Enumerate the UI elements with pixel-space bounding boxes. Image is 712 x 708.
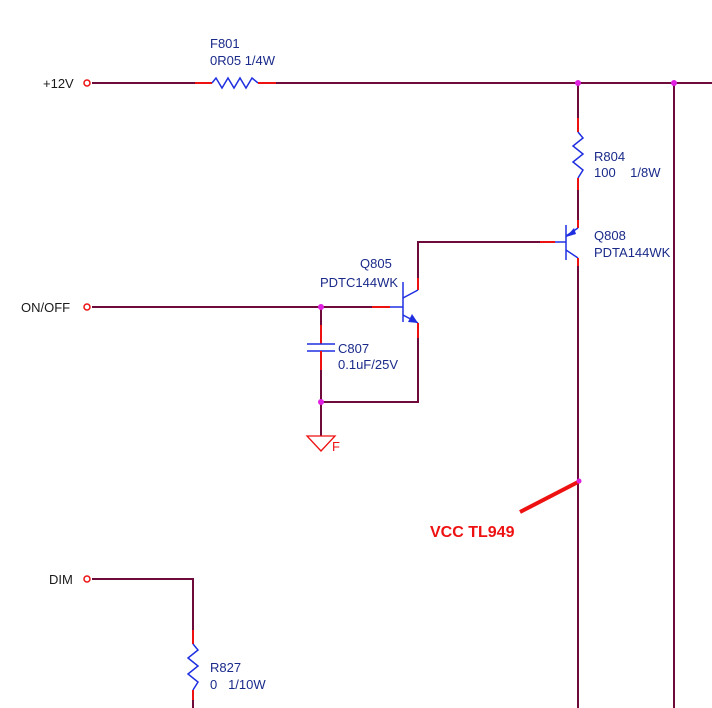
r804-value: 100 1/8W bbox=[594, 165, 661, 180]
resistor-r827-symbol bbox=[186, 643, 200, 691]
vcc-annotation: VCC TL949 bbox=[430, 524, 515, 541]
c807-value: 0.1uF/25V bbox=[338, 357, 398, 372]
q805-ref: Q805 bbox=[360, 256, 392, 271]
q808-value: PDTA144WK bbox=[594, 245, 671, 260]
port-onoff-icon bbox=[83, 303, 91, 311]
r804-ref: R804 bbox=[594, 149, 625, 164]
ground-icon bbox=[305, 435, 337, 452]
r827-ref: R827 bbox=[210, 660, 241, 675]
c807-ref: C807 bbox=[338, 341, 369, 356]
transistor-q805-symbol bbox=[390, 282, 419, 324]
rail-12v bbox=[83, 76, 712, 90]
port-12v-icon bbox=[83, 79, 91, 87]
resistor-r804-symbol bbox=[571, 131, 585, 179]
q808-ref: Q808 bbox=[594, 228, 626, 243]
fuse-f801-symbol bbox=[211, 76, 259, 90]
port-12v-label: +12V bbox=[43, 76, 74, 91]
f801-ref: F801 bbox=[210, 36, 240, 51]
transistor-q808-symbol bbox=[555, 225, 579, 260]
f801-value: 0R05 1/4W bbox=[210, 53, 276, 68]
port-dim-icon bbox=[83, 575, 91, 583]
ground-label: F bbox=[332, 439, 340, 454]
q805-value: PDTC144WK bbox=[320, 275, 398, 290]
capacitor-c807-symbol bbox=[307, 343, 335, 352]
port-onoff-label: ON/OFF bbox=[21, 300, 70, 315]
port-dim-label: DIM bbox=[49, 572, 73, 587]
r827-value: 0 1/10W bbox=[210, 677, 266, 692]
vcc-pointer bbox=[519, 479, 581, 514]
junctions bbox=[318, 80, 677, 405]
